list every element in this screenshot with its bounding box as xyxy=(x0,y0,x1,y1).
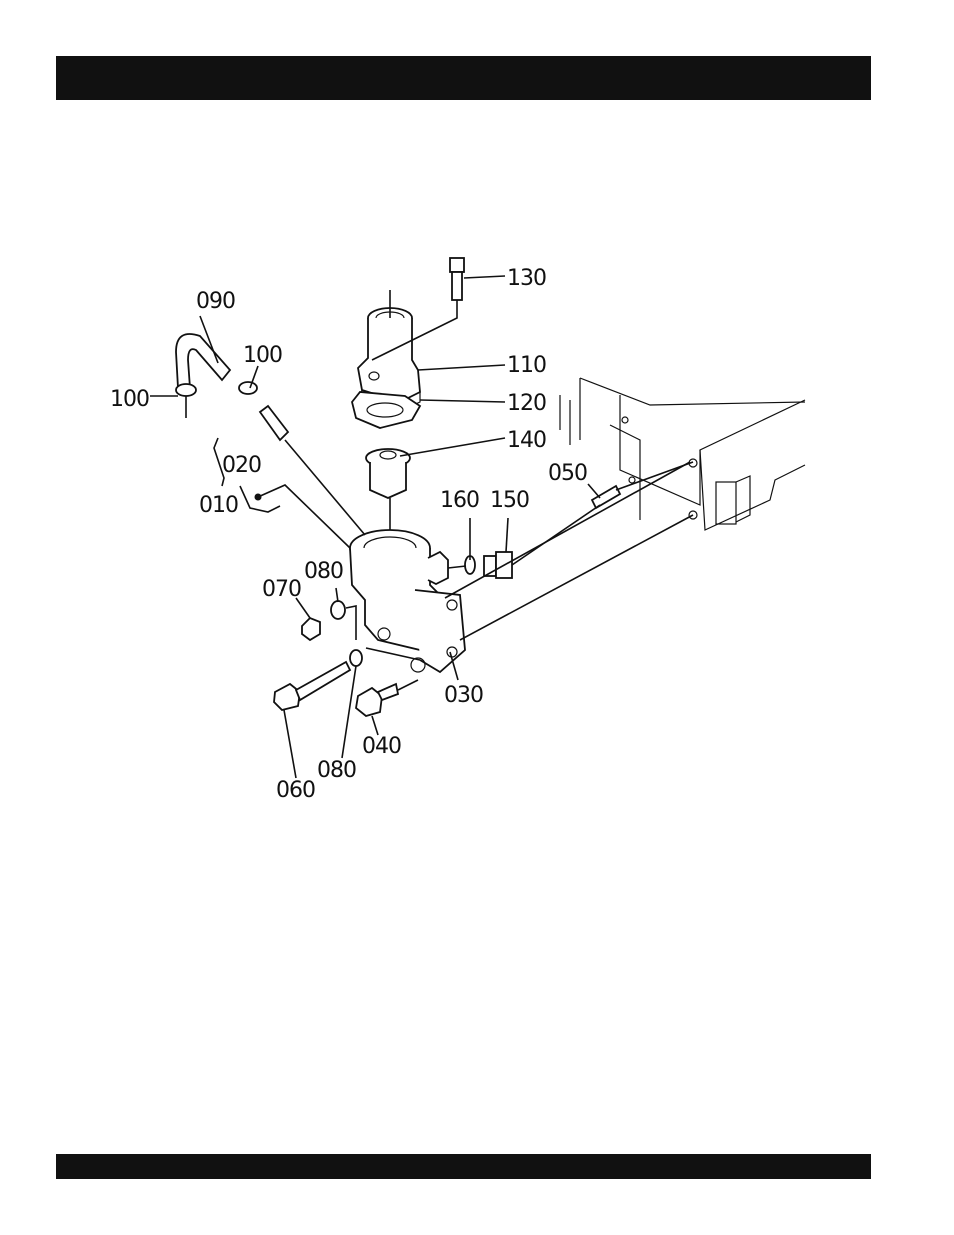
dot-marker xyxy=(255,494,262,501)
label-080-upper: 080 xyxy=(304,559,343,584)
bolt-040 xyxy=(356,684,398,716)
bolt-060 xyxy=(274,662,350,710)
label-120: 120 xyxy=(507,391,546,416)
label-110: 110 xyxy=(507,353,546,378)
label-010: 010 xyxy=(199,493,238,518)
bolt-130 xyxy=(450,258,464,300)
label-060: 060 xyxy=(276,778,315,803)
footer-bar xyxy=(56,1154,871,1179)
label-080-lower: 080 xyxy=(317,758,356,783)
label-030: 030 xyxy=(444,683,483,708)
label-050: 050 xyxy=(548,461,587,486)
leader-lines xyxy=(150,276,693,778)
nut-and-washer xyxy=(302,601,362,666)
label-090: 090 xyxy=(196,289,235,314)
label-160: 160 xyxy=(440,488,479,513)
label-070: 070 xyxy=(262,577,301,602)
housing-body xyxy=(350,530,465,672)
label-130: 130 xyxy=(507,266,546,291)
label-100-left: 100 xyxy=(110,387,149,412)
label-140: 140 xyxy=(507,428,546,453)
label-040: 040 xyxy=(362,734,401,759)
label-100-right: 100 xyxy=(243,343,282,368)
label-020: 020 xyxy=(222,453,261,478)
label-150: 150 xyxy=(490,488,529,513)
thermostat xyxy=(366,449,410,498)
